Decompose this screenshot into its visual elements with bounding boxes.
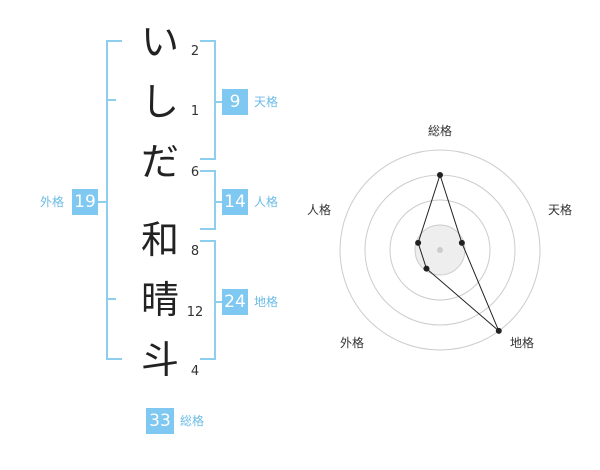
radar-label-tenkaku: 天格 [548,203,573,217]
stroke-count-5: 12 [186,305,204,320]
radar-label-chikaku: 地格 [510,336,535,350]
gaikaku-value: 19 [72,189,98,215]
stroke-count-6: 4 [190,364,200,379]
radar-center [437,247,443,253]
tenkaku-label: 天格 [254,95,279,109]
stroke-count-4: 8 [190,244,200,259]
soukaku-value: 33 [146,408,174,434]
stroke-count-3: 6 [190,165,200,180]
char-2: し [140,80,179,124]
radar-point-1 [458,239,465,246]
radar-point-3 [423,265,430,272]
radar-label-soukaku: 総格 [428,124,453,138]
chikaku-label: 地格 [254,295,279,309]
stroke-count-2: 1 [190,104,200,119]
radar-label-jinkaku: 人格 [307,203,332,217]
radar-polygon [417,173,500,332]
radar-points [415,172,502,334]
chikaku-value: 24 [222,289,248,315]
radar-point-0 [437,172,443,178]
char-3: だ [140,140,179,184]
soukaku-label: 総格 [180,414,205,428]
gaikaku-label: 外格 [40,195,65,209]
char-4: 和 [140,218,179,262]
radar-point-2 [495,327,502,334]
jinkaku-label: 人格 [254,195,279,209]
tenkaku-value: 9 [222,89,248,115]
radar-label-gaikaku: 外格 [340,336,365,350]
radar-ring [389,199,491,301]
radar-grid [339,149,541,351]
stroke-count-1: 2 [190,44,200,59]
char-6: 斗 [140,338,179,382]
jinkaku-value: 14 [222,189,248,215]
char-1: い [140,20,179,64]
radar-ring [339,149,541,351]
radar-point-4 [415,239,422,246]
char-5: 晴 [140,278,179,322]
